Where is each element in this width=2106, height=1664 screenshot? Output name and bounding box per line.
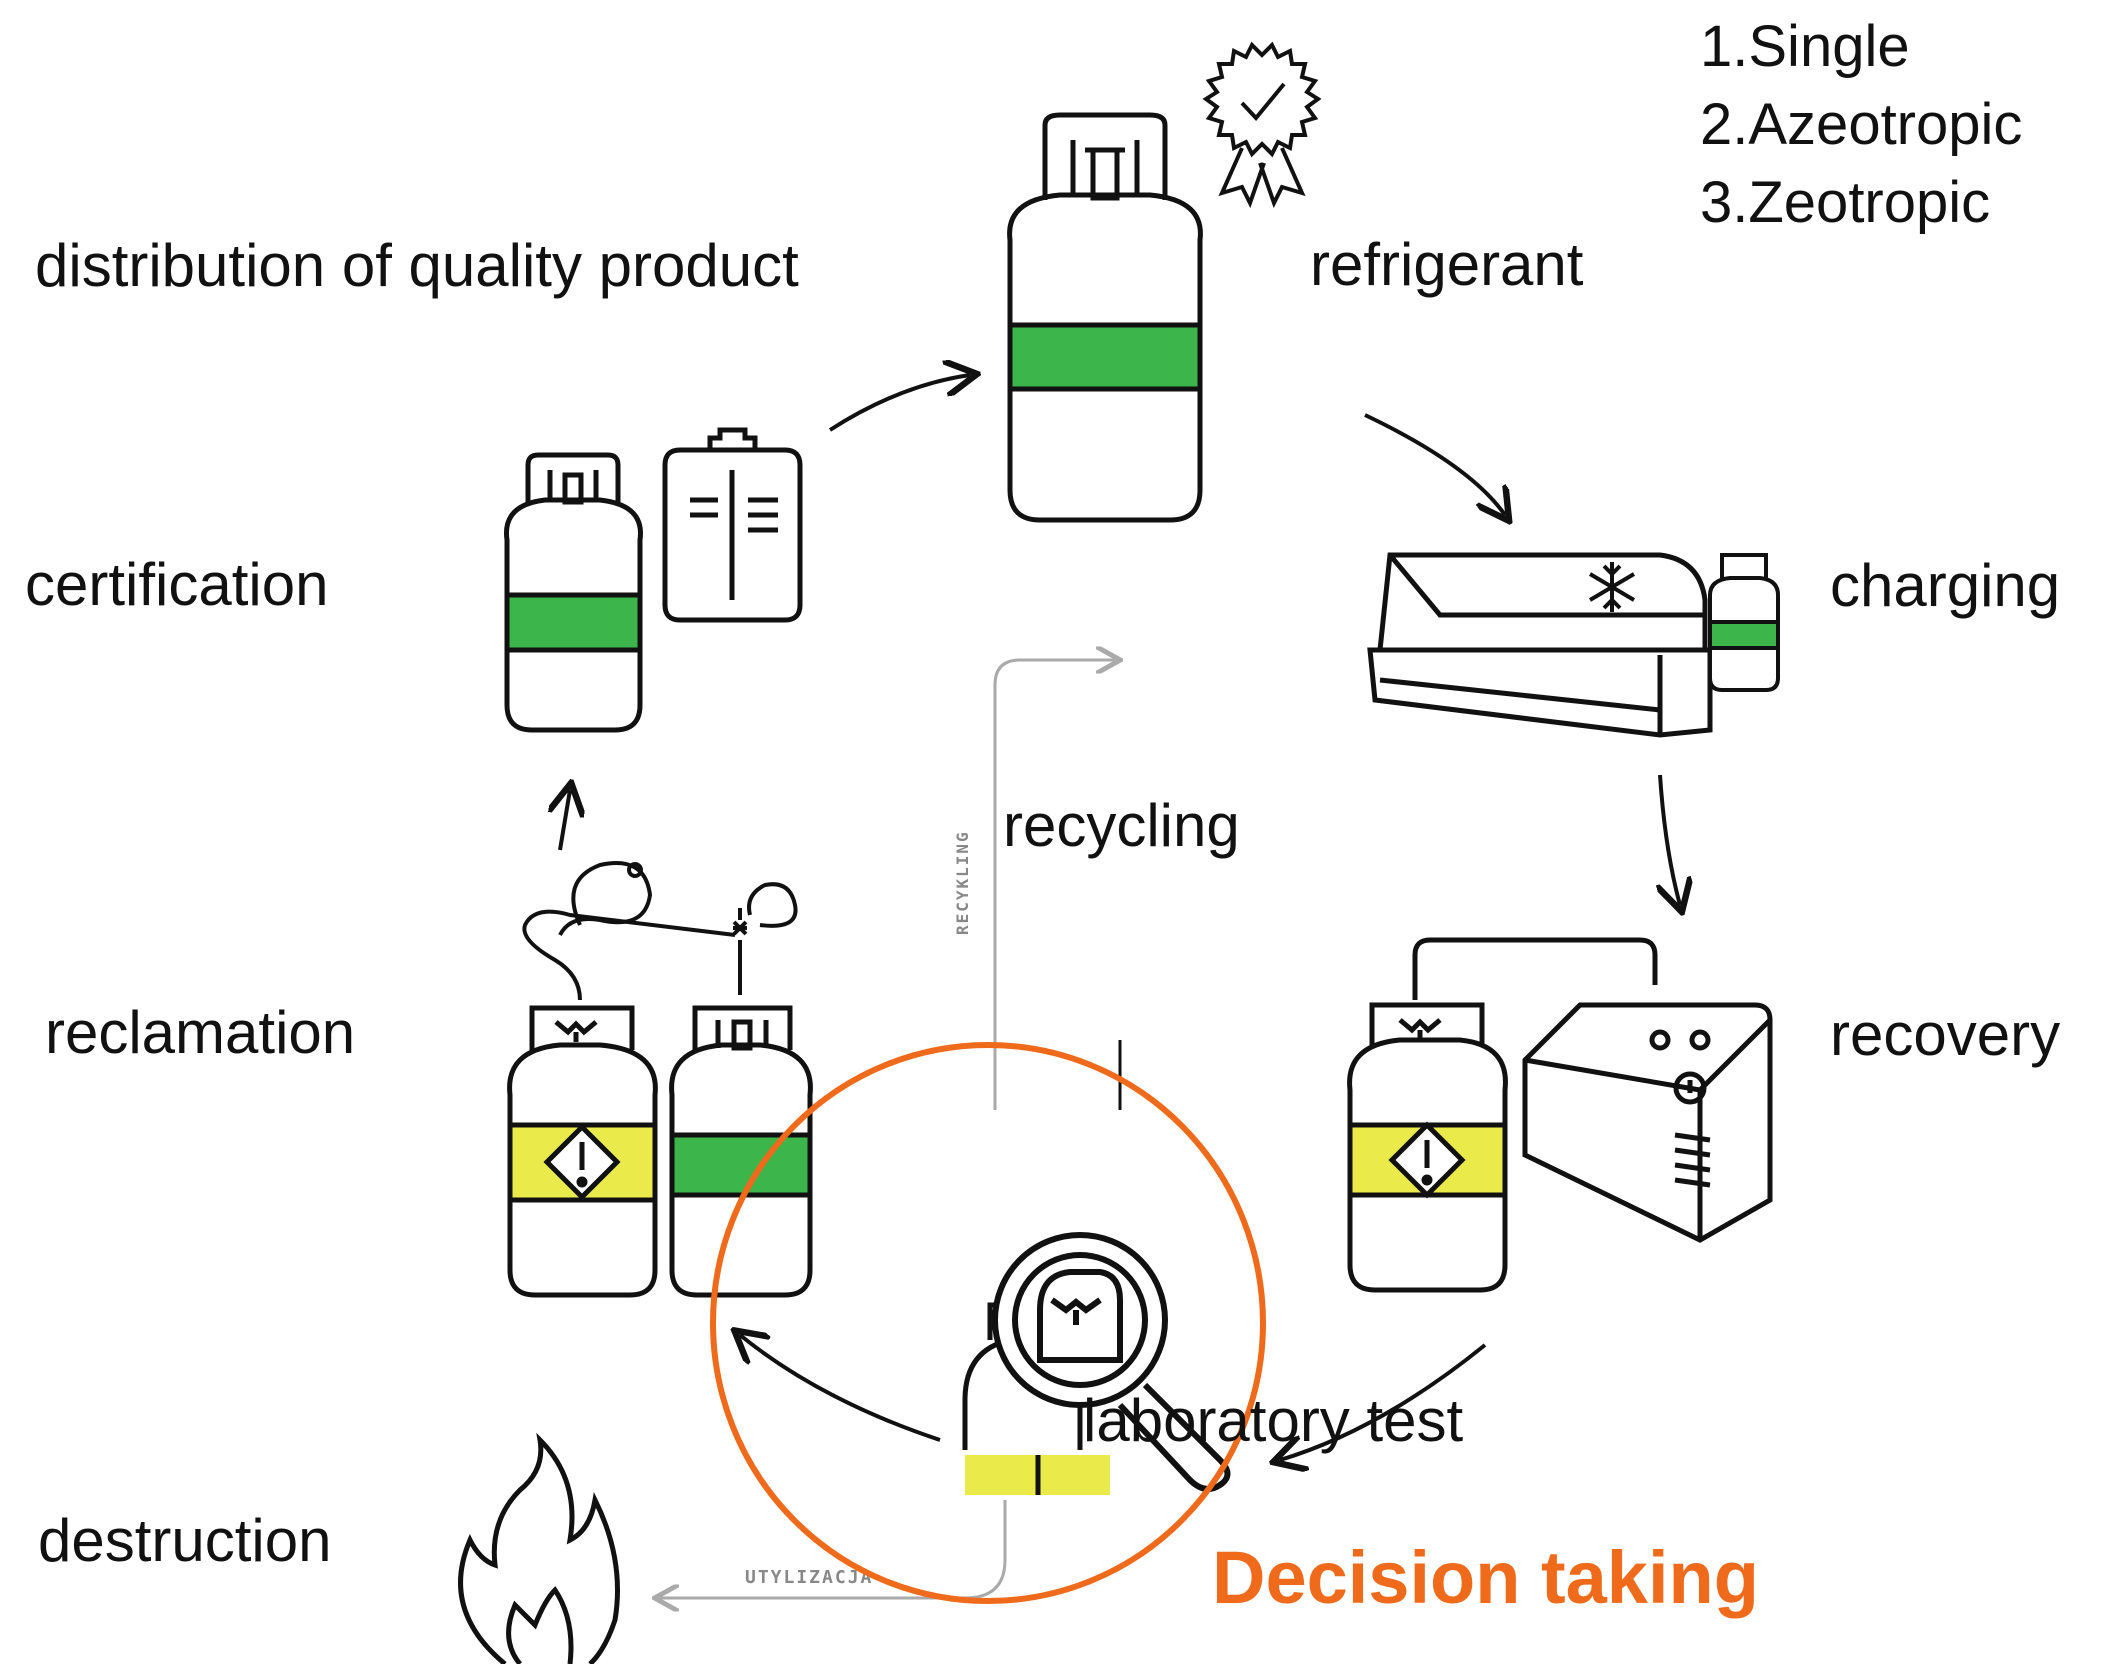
decision-highlight-circle — [710, 1042, 1266, 1604]
destruction-label: destruction — [38, 1507, 332, 1574]
arrow-reclamation-to-certification — [560, 790, 570, 851]
arrow-lab-to-reclamation — [740, 1335, 941, 1442]
reclamation-hazard-cylinder-icon — [507, 1005, 658, 1298]
laboratory-test-label: laboratory test — [1083, 1387, 1464, 1454]
recycling-path — [993, 660, 1120, 1110]
rosette-badge-icon — [1202, 41, 1322, 209]
certified-refrigerant-cylinder-icon — [1007, 112, 1203, 523]
certification-label: certification — [25, 551, 329, 618]
arrow-charging-to-recovery — [1660, 774, 1680, 905]
arrow-recovery-to-lab — [1280, 1343, 1487, 1460]
reclamation-label: reclamation — [45, 999, 356, 1066]
type-item: 3.Zeotropic — [1700, 170, 1991, 235]
fire-icon — [458, 1432, 620, 1664]
utylizacja-small-label: UTYLIZACJA — [745, 1567, 873, 1588]
distribution-label: distribution of quality product — [35, 232, 799, 299]
certification-cylinder-icon — [503, 452, 643, 733]
cycle-arrows — [560, 375, 1680, 1460]
recovery-label: recovery — [1830, 1001, 2061, 1068]
recovery-unit-icon — [1522, 1002, 1773, 1243]
small-cylinder-icon — [1708, 553, 1780, 692]
type-item: 2.Azeotropic — [1700, 92, 2023, 157]
reclamation-green-cylinder-icon — [669, 1005, 813, 1298]
recycling-label: recycling — [1003, 792, 1240, 859]
charging-label: charging — [1830, 552, 2061, 619]
clipboard-icon — [662, 427, 803, 623]
magnifier-icon — [992, 1232, 1231, 1492]
snowflake-icon — [1588, 562, 1636, 612]
refrigerant-types-list: 1.Single 2.Azeotropic 3.Zeotropic — [1700, 8, 2022, 242]
type-item: 1.Single — [1700, 14, 1910, 79]
arrow-refrigerant-to-charging — [1364, 413, 1505, 515]
recykling-small-label: RECYKLING — [953, 830, 972, 935]
decision-taking-label: Decision taking — [1212, 1536, 1759, 1619]
recovery-hazard-cylinder-icon — [1347, 1002, 1508, 1293]
arrow-distribution-to-refrigerant — [828, 375, 970, 432]
display-freezer-icon — [1367, 552, 1713, 738]
refrigerant-label: refrigerant — [1310, 231, 1584, 298]
reclamation-hoses — [522, 861, 798, 1001]
